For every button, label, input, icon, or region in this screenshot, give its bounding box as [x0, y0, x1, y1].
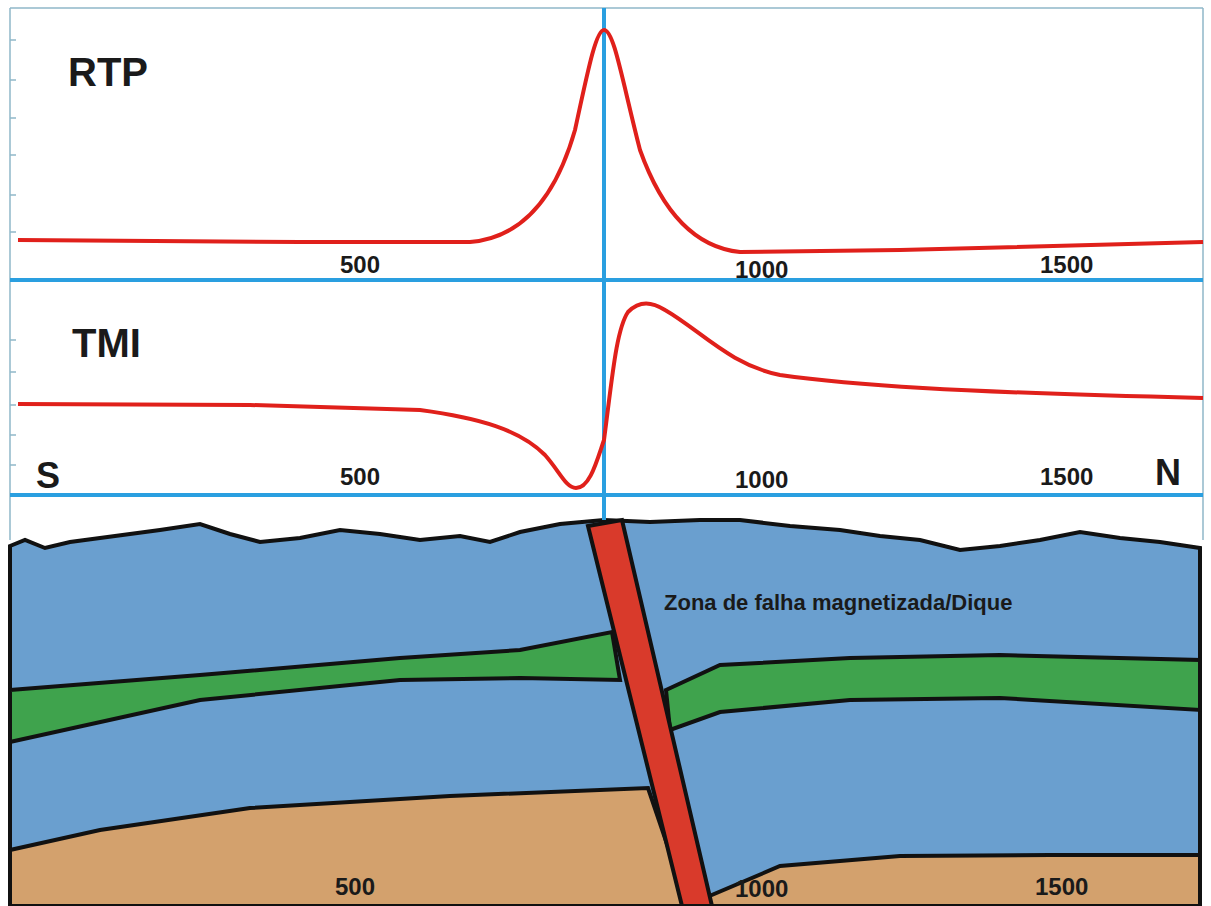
frame-right: [1202, 8, 1204, 540]
green-layer-south: [10, 632, 620, 742]
sediment-layer: [10, 520, 1200, 906]
distance-tick: 1500: [1040, 465, 1093, 489]
basement-south: [10, 788, 688, 906]
distance-tick: 500: [335, 875, 375, 899]
magnetized-dike: [588, 520, 712, 906]
tmi-axis: [10, 493, 1203, 497]
distance-tick: 500: [340, 465, 380, 489]
distance-tick: 1500: [1035, 875, 1088, 899]
distance-tick: 1000: [735, 258, 788, 282]
direction-label: N: [1155, 455, 1181, 491]
dike-label: Zona de falha magnetizada/Dique: [664, 592, 1012, 614]
frame-left: [9, 8, 11, 540]
tmi-curve: [18, 304, 1203, 489]
distance-tick: 1000: [735, 877, 788, 901]
distance-tick: 1500: [1040, 253, 1093, 277]
distance-tick: 1000: [735, 468, 788, 492]
direction-label: S: [36, 458, 60, 494]
basement-north: [700, 855, 1200, 906]
green-layer-north: [666, 655, 1200, 730]
panel-title: TMI: [72, 323, 141, 363]
rtp-curve: [18, 30, 1203, 252]
panel-title: RTP: [68, 52, 148, 92]
frame-top: [10, 7, 1203, 9]
rtp-axis: [10, 278, 1203, 282]
distance-tick: 500: [340, 253, 380, 277]
